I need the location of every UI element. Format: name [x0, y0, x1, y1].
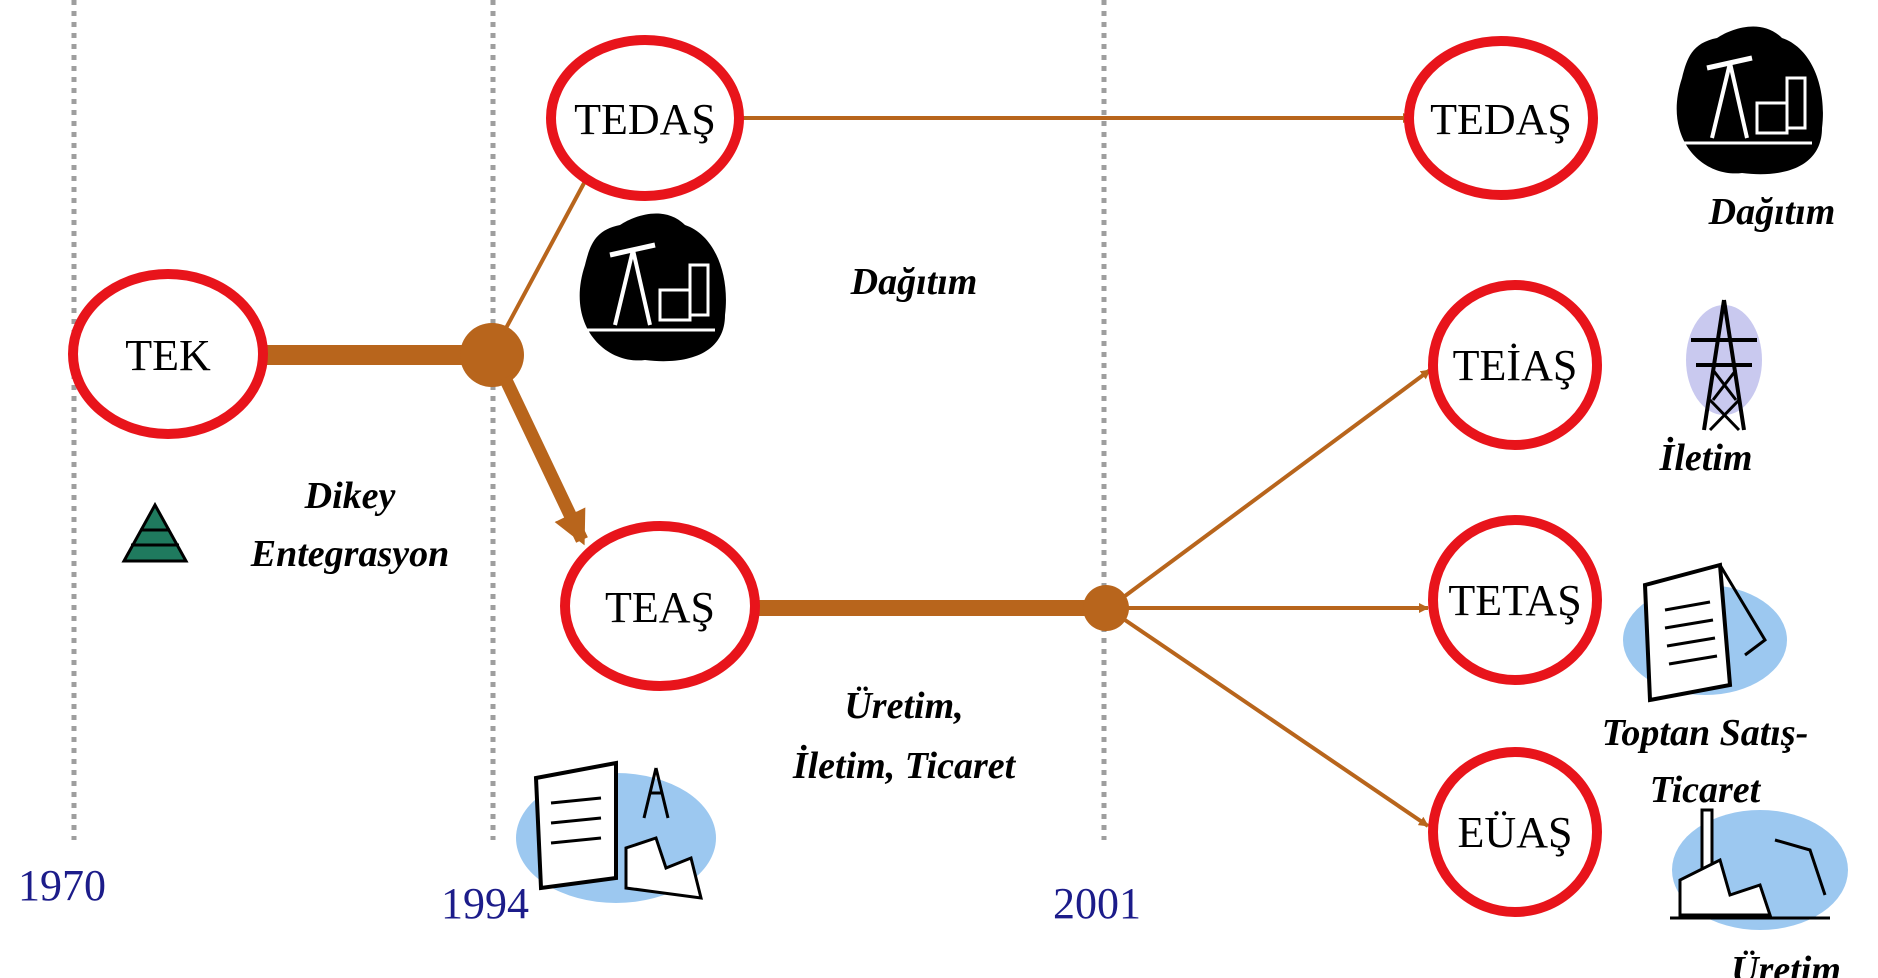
node-tedas-2001: TEDAŞ [1404, 36, 1598, 200]
node-tetas-label: TETAŞ [1448, 576, 1581, 625]
year-2001: 2001 [1053, 879, 1141, 928]
node-euas: EÜAŞ [1428, 747, 1602, 917]
pyramid-icon [121, 501, 189, 563]
factory-icon [1670, 808, 1848, 930]
caption-dagitim-mid: Dağıtım [850, 261, 978, 303]
power-tower-icon [1686, 299, 1762, 432]
node-teias-label: TEİAŞ [1453, 341, 1578, 390]
junction-2001 [1083, 585, 1129, 631]
node-tetas: TETAŞ [1428, 515, 1602, 685]
arrow-to-euas [1123, 618, 1430, 828]
caption-iletim-ticaret: İletim, Ticaret [792, 745, 1017, 787]
node-tek: TEK [68, 269, 268, 439]
caption-toptan-satis: Toptan Satış- [1602, 712, 1809, 754]
node-tedas-1994-label: TEDAŞ [574, 95, 716, 144]
caption-ticaret: Ticaret [1650, 769, 1762, 811]
year-1994: 1994 [441, 879, 529, 928]
caption-dikey: Dikey [304, 475, 396, 517]
caption-dagitim-right: Dağıtım [1708, 191, 1836, 233]
oil-pump-icon [1676, 26, 1823, 175]
oil-pump-icon [579, 213, 726, 362]
node-tek-label: TEK [125, 331, 211, 380]
year-1970: 1970 [18, 861, 106, 910]
node-teias: TEİAŞ [1428, 280, 1602, 450]
node-teas: TEAŞ [560, 521, 760, 691]
arrow-to-tedas-1994 [503, 171, 592, 331]
node-tedas-1994: TEDAŞ [546, 35, 744, 201]
node-tedas-2001-label: TEDAŞ [1430, 95, 1572, 144]
node-teas-label: TEAŞ [605, 583, 715, 632]
caption-entegrasyon: Entegrasyon [250, 533, 449, 575]
arrow-to-teas [499, 375, 588, 546]
arrow-to-teias [1123, 368, 1432, 598]
document-icon [1623, 562, 1787, 703]
junction-1994 [460, 323, 524, 387]
node-euas-label: EÜAŞ [1458, 808, 1573, 857]
caption-uretim-right: Üretim [1731, 949, 1841, 978]
caption-uretim-mid: Üretim, [844, 685, 963, 727]
factory-icon [516, 760, 716, 903]
caption-iletim-right: İletim [1659, 437, 1753, 479]
